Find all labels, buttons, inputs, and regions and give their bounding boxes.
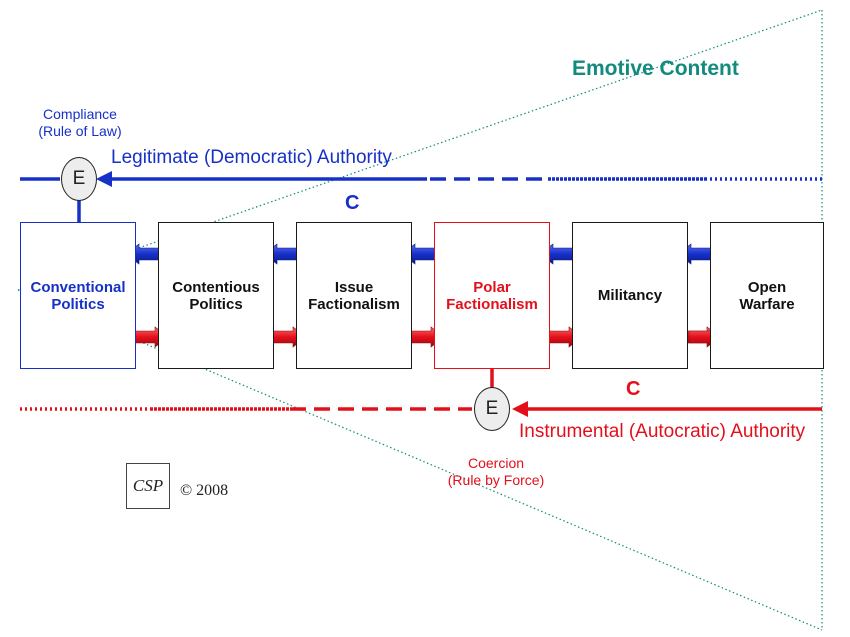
stage-box: Militancy (572, 222, 688, 369)
instrumental-authority-line (20, 369, 822, 411)
compliance-line-2: (Rule of Law) (38, 123, 122, 139)
legitimate-authority-line (20, 177, 822, 222)
bottom-c-label: C (626, 378, 641, 400)
stage-label-line-1: Contentious (172, 278, 260, 296)
copyright-label: © 2008 (180, 482, 229, 499)
wedge-upper-edge (17, 9, 823, 291)
stage-label-line-1: Conventional (30, 278, 126, 296)
emotive-wedge (17, 9, 823, 631)
compliance-label: Compliance (Rule of Law) (16, 106, 144, 140)
coercion-line-1: Coercion (467, 455, 525, 471)
stage-label-line-2: Warfare (739, 295, 795, 313)
stage-label: Militancy (598, 287, 662, 304)
emotive-content-label: Emotive Content (572, 57, 739, 80)
top-e-node: E (61, 157, 97, 201)
stage-label-line-1: Open (747, 278, 787, 296)
stage-label-line-2: Factionalism (308, 295, 400, 313)
coercion-line-2: (Rule by Force) (447, 472, 545, 488)
top-c-label: C (345, 192, 360, 214)
stage-label-line-1: Polar (473, 278, 511, 296)
compliance-line-1: Compliance (43, 106, 117, 122)
coercion-label: Coercion (Rule by Force) (430, 455, 562, 489)
stage-label-line-2: Politics (51, 295, 105, 313)
stage-label-line-2: Factionalism (446, 295, 538, 313)
instrumental-authority-label: Instrumental (Autocratic) Authority (519, 421, 806, 442)
legitimate-authority-label: Legitimate (Democratic) Authority (111, 147, 392, 168)
stage-label-line-2: Politics (189, 295, 243, 313)
stage-label-line-1: Militancy (597, 287, 663, 304)
wedge-lower-edge (17, 289, 823, 631)
bottom-e-node: E (474, 387, 510, 431)
csp-logo: CSP (126, 463, 170, 509)
authority-arrowhead-left (512, 401, 528, 417)
authority-arrowhead-left (96, 171, 112, 187)
stage-label-line-1: Issue (334, 278, 374, 296)
